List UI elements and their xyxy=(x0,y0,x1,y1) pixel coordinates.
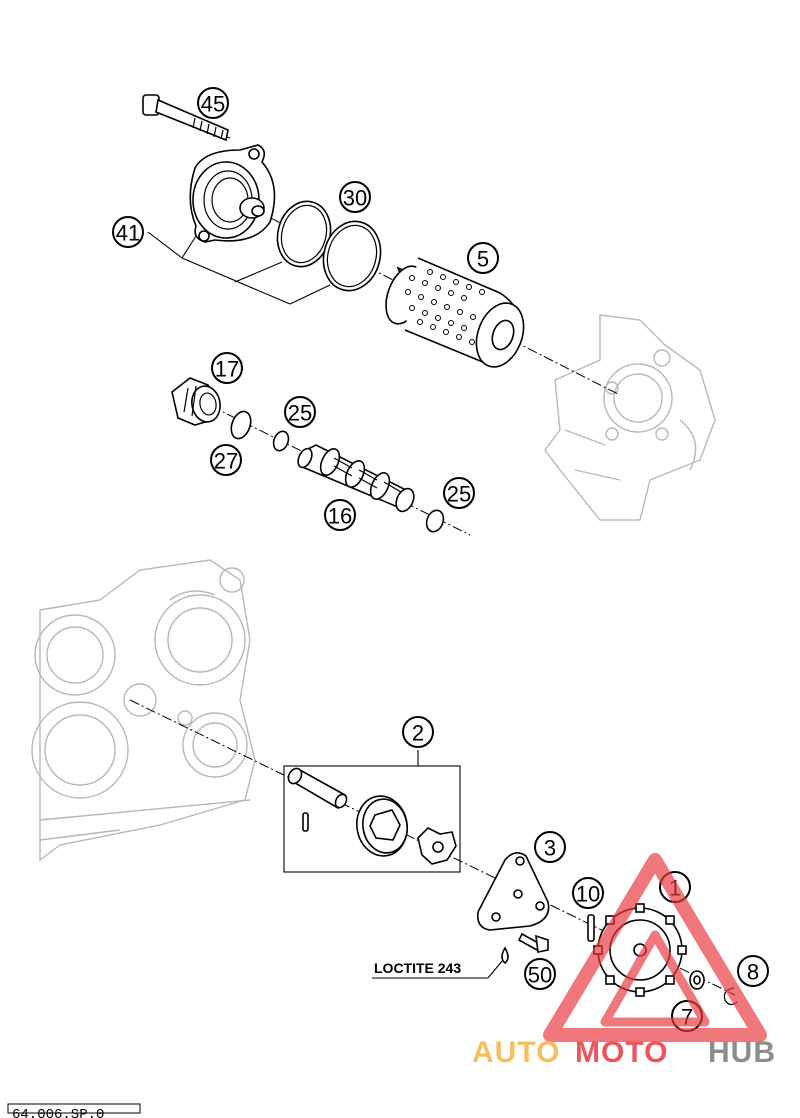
loctite-drop xyxy=(501,946,509,965)
callout-27: 27 xyxy=(210,444,242,476)
svg-text:10: 10 xyxy=(576,882,600,907)
callout-8: 8 xyxy=(737,955,769,987)
svg-text:2: 2 xyxy=(412,721,424,746)
svg-text:8: 8 xyxy=(747,960,759,985)
callout-41: 41 xyxy=(112,216,144,248)
figure-id-frame xyxy=(7,1103,141,1114)
watermark-part1: AUTO xyxy=(472,1036,560,1069)
pump-kit-box xyxy=(283,750,461,873)
svg-text:25: 25 xyxy=(288,401,312,426)
callout-16: 16 xyxy=(324,499,356,531)
callout-30: 30 xyxy=(339,181,371,213)
o-ring-27 xyxy=(230,410,252,440)
figure-id: 64.006.SP.0 xyxy=(12,1107,104,1118)
svg-text:3: 3 xyxy=(544,836,556,861)
callout-3: 3 xyxy=(534,831,566,863)
callout-25-lower: 25 xyxy=(443,477,475,509)
pump-cover xyxy=(476,852,550,931)
o-ring-small xyxy=(276,200,332,268)
o-ring-large xyxy=(322,220,382,292)
svg-text:17: 17 xyxy=(215,357,239,382)
callout-45: 45 xyxy=(197,87,229,119)
pump-shaft xyxy=(287,767,348,832)
svg-text:25: 25 xyxy=(447,482,471,507)
callout-5: 5 xyxy=(467,242,499,274)
washer xyxy=(689,970,705,990)
callout-50: 50 xyxy=(524,958,556,990)
oil-strainer xyxy=(297,444,415,513)
pump-outer-rotor xyxy=(356,795,408,857)
callout-25-upper: 25 xyxy=(284,396,316,428)
callout-2: 2 xyxy=(402,716,434,748)
watermark-part2: MOTO xyxy=(575,1036,668,1069)
svg-text:16: 16 xyxy=(328,504,352,529)
svg-text:5: 5 xyxy=(477,247,489,272)
oil-filter-cartridge xyxy=(385,257,525,368)
pump-inner-rotor xyxy=(417,827,457,865)
o-ring-25-lower xyxy=(425,509,445,533)
loctite-label: LOCTITE 243 xyxy=(374,960,461,976)
oil-filter-bolt xyxy=(142,94,229,142)
watermark-logo-triangle xyxy=(543,853,767,1042)
svg-text:30: 30 xyxy=(343,186,367,211)
engine-case-ghost-upper xyxy=(544,314,716,521)
callout-17: 17 xyxy=(211,352,243,384)
dowel-pin xyxy=(587,914,595,942)
watermark-part3: HUB xyxy=(708,1036,776,1069)
screw-plug xyxy=(171,377,221,426)
engine-case-ghost-lower xyxy=(31,559,256,862)
loctite-leader xyxy=(372,959,504,979)
svg-text:45: 45 xyxy=(201,92,225,117)
o-ring-25-upper xyxy=(272,430,290,452)
callout-10: 10 xyxy=(572,877,604,909)
watermark: AUTO MOTO HUB xyxy=(472,853,776,1069)
leader-41 xyxy=(147,231,331,305)
oil-filter-cover xyxy=(189,144,276,243)
svg-text:50: 50 xyxy=(528,963,552,988)
svg-text:41: 41 xyxy=(116,221,140,246)
svg-text:27: 27 xyxy=(214,449,238,474)
pump-cover-screw xyxy=(517,932,549,953)
